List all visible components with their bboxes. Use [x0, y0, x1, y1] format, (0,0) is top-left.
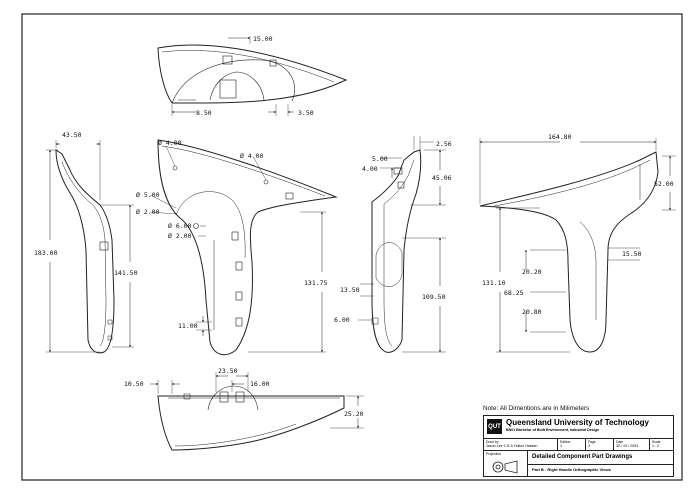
date-label: Date: [616, 440, 624, 444]
dim-bottom-2: 23.50: [218, 367, 238, 375]
dim-right-2: 5.00: [372, 155, 388, 163]
third-angle-projection-icon: [492, 460, 518, 474]
right-side-view: [358, 136, 446, 353]
drawn-by-value: Jason Lee C.B & Hullun Hassan: [486, 444, 538, 448]
dim-bottom-1: 10.50: [124, 380, 144, 388]
dim-front-3: Ø 5.00: [136, 191, 160, 199]
dim-front-8: 11.00: [178, 322, 198, 330]
sheet-border: [21, 13, 683, 481]
far-right-view: [479, 138, 676, 353]
dim-far-2: 52.00: [654, 180, 674, 188]
date-cell: Date 30 / 10 / 2003: [614, 439, 650, 450]
page-value: 4: [588, 444, 590, 448]
title-block: QUT Queensland University of Technology …: [483, 415, 674, 477]
school-name: BN01 Bachelor of Built Environment, Indu…: [506, 428, 600, 432]
dim-far-7: 131.10: [482, 279, 506, 287]
edition-cell: Edition 1: [558, 439, 586, 450]
dim-right-6: 13.50: [340, 286, 360, 294]
university-name: Queensland University of Technology: [506, 418, 649, 427]
projection-label: Projection: [486, 452, 502, 456]
front-view: [149, 139, 338, 356]
dim-left-1: 43.50: [62, 131, 82, 139]
page-cell: Page 4: [586, 439, 614, 450]
dim-front-2: Ø 4.00: [240, 152, 264, 160]
dim-front-5: Ø 6.00: [168, 222, 192, 230]
edition-label: Edition: [560, 440, 571, 444]
page-label: Page: [588, 440, 596, 444]
dim-far-1: 164.80: [548, 133, 572, 141]
scale-cell: Scale 1 : 2: [650, 439, 673, 450]
edition-value: 1: [560, 444, 562, 448]
top-view: [157, 36, 348, 116]
scale-value: 1 : 2: [652, 444, 659, 448]
dim-bottom-3: 16.00: [250, 380, 270, 388]
scale-label: Scale: [652, 440, 661, 444]
drawing-subtitle: Part B - Right Handle Orthographic Views: [532, 467, 611, 472]
dim-bottom-4: 25.20: [344, 410, 364, 418]
drawn-by-label: Done by: [486, 440, 499, 444]
dim-right-3: 4.00: [362, 165, 378, 173]
drawn-by-cell: Done by Jason Lee C.B & Hullun Hassan: [484, 439, 558, 450]
dim-left-2: 183.00: [34, 249, 58, 257]
dim-top-3: 3.50: [298, 109, 314, 117]
dim-top-1: 15.00: [253, 35, 273, 43]
drawing-title: Detailed Component Part Drawings: [532, 454, 633, 460]
dim-right-1: 2.56: [436, 140, 452, 148]
dim-far-5: 68.25: [504, 289, 524, 297]
qut-logo: QUT: [487, 419, 502, 434]
dim-far-3: 15.50: [622, 250, 642, 258]
title-divider: [528, 464, 674, 465]
dim-front-1: Ø 4.00: [158, 139, 182, 147]
dim-front-4: Ø 2.00: [136, 208, 160, 216]
dim-right-7: 6.00: [334, 316, 350, 324]
dim-right-4: 45.06: [432, 174, 452, 182]
dim-far-6: 20.80: [522, 308, 542, 316]
dim-left-3: 141.50: [114, 269, 138, 277]
dim-front-6: Ø 2.00: [168, 232, 192, 240]
left-side-view: [46, 140, 134, 354]
bottom-view: [150, 372, 364, 451]
units-note: Note: All Dimentions are in Milimeters: [483, 405, 590, 412]
projection-cell: Projection: [484, 451, 528, 477]
dim-far-4: 20.20: [522, 268, 542, 276]
title-block-info-row: Done by Jason Lee C.B & Hullun Hassan Ed…: [484, 438, 673, 451]
dim-right-5: 109.50: [422, 293, 446, 301]
dim-top-2: 8.50: [196, 109, 212, 117]
date-value: 30 / 10 / 2003: [616, 444, 638, 448]
dim-front-7: 131.75: [304, 279, 328, 287]
